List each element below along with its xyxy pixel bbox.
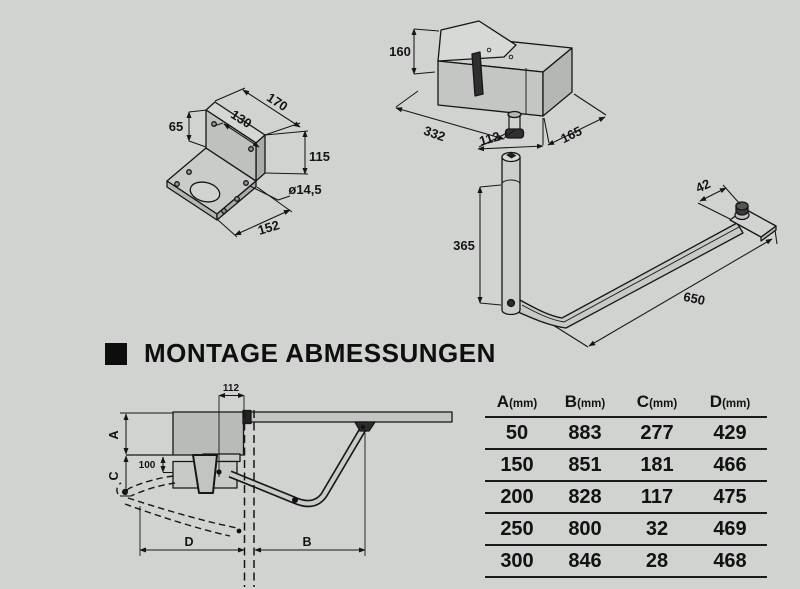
cell-a3: 200 (485, 481, 549, 514)
cell-a4: 250 (485, 513, 549, 546)
col-header-d: D(mm) (693, 388, 767, 418)
arm-pivot-offset-label: 42 (693, 176, 712, 196)
arm-diagram: 365 42 650 (453, 151, 778, 348)
mounting-diagram: A C 100 112 B D (107, 383, 453, 587)
col-a-unit: (mm) (509, 398, 538, 410)
lintel-section (172, 411, 245, 456)
cell-c2: 181 (621, 449, 693, 482)
arm-closed-position (228, 421, 376, 508)
motor-shape (437, 20, 573, 139)
cell-c1: 277 (621, 417, 693, 450)
bracket-depth-label: 152 (256, 217, 281, 238)
bracket-hole-label: ø14,5 (288, 182, 321, 197)
dim-b-label: B (302, 535, 311, 549)
cell-b2: 851 (549, 449, 621, 482)
gate-pivot (242, 409, 252, 425)
motor-side-view (172, 453, 241, 494)
cell-d5: 468 (693, 545, 767, 578)
col-header-b: B(mm) (549, 388, 621, 418)
col-b-letter: B (564, 392, 578, 411)
shaft-drop-label: 100 (139, 460, 156, 471)
arm-dimensions: 365 42 650 (453, 176, 778, 348)
col-b-unit: (mm) (577, 398, 606, 410)
arm-tube-label: 365 (453, 238, 475, 253)
col-a-letter: A (496, 392, 510, 411)
cell-c5: 28 (621, 545, 693, 578)
motor-height-label: 160 (389, 44, 411, 59)
dim-d-label: D (184, 535, 193, 549)
dim-c-label: C (107, 471, 121, 480)
motor-dimensions: 160 332 112 165 (389, 28, 607, 152)
bracket-shape (166, 101, 266, 221)
motor-shaft-offset-label: 112 (477, 128, 501, 148)
table-row: 200 828 117 475 (485, 481, 767, 514)
shaft-socket-hole (506, 152, 517, 159)
col-d-unit: (mm) (722, 398, 751, 410)
cell-d4: 469 (693, 513, 767, 546)
cell-a5: 300 (485, 545, 549, 578)
section-bullet-icon (105, 342, 127, 365)
dimensions-table: A(mm) B(mm) C(mm) D(mm) 50 883 277 429 1… (485, 388, 767, 578)
mounting-structure (116, 396, 453, 587)
col-header-a: A(mm) (485, 388, 549, 418)
table-row: 150 851 181 466 (485, 449, 767, 482)
gate-leaf (244, 411, 453, 423)
bracket-diagram: 170 130 65 115 ø14,5 152 (166, 87, 330, 238)
cell-b5: 846 (549, 545, 621, 578)
col-c-unit: (mm) (649, 398, 678, 410)
cell-a1: 50 (485, 417, 549, 450)
cell-b3: 828 (549, 481, 621, 514)
bracket-bolt-holes (174, 121, 254, 214)
mounting-dimensions: A C 100 112 B D (107, 383, 366, 556)
bracket-width-label: 170 (264, 90, 290, 114)
dim-a-label: A (107, 430, 121, 439)
cell-c3: 117 (621, 481, 693, 514)
cell-d2: 466 (693, 449, 767, 482)
motor-length-label: 332 (422, 123, 448, 145)
table-row: 250 800 32 469 (485, 513, 767, 546)
table-row: 300 846 28 468 (485, 545, 767, 578)
arm-shape (501, 151, 777, 329)
table-header-row: A(mm) B(mm) C(mm) D(mm) (485, 388, 767, 418)
col-c-letter: C (636, 392, 650, 411)
bracket-tab-height-label: 65 (169, 119, 183, 134)
cell-b4: 800 (549, 513, 621, 546)
cell-a2: 150 (485, 449, 549, 482)
section-heading: MONTAGE ABMESSUNGEN (105, 338, 496, 369)
arm-length-label: 650 (682, 289, 706, 308)
bracket-height-label: 115 (309, 149, 330, 164)
col-d-letter: D (709, 392, 723, 411)
cell-b1: 883 (549, 417, 621, 450)
gate-open-position (243, 410, 255, 587)
clamp-bolt (506, 298, 516, 308)
col-header-c: C(mm) (621, 388, 693, 418)
section-title: MONTAGE ABMESSUNGEN (144, 338, 496, 368)
motor-diagram: 160 332 112 165 (389, 20, 607, 152)
motor-output-shaft (504, 110, 525, 139)
cell-c4: 32 (621, 513, 693, 546)
table-row: 50 883 277 429 (485, 417, 767, 450)
shaft-to-gate-label: 112 (223, 383, 240, 394)
cell-d3: 475 (693, 481, 767, 514)
cell-d1: 429 (693, 417, 767, 450)
